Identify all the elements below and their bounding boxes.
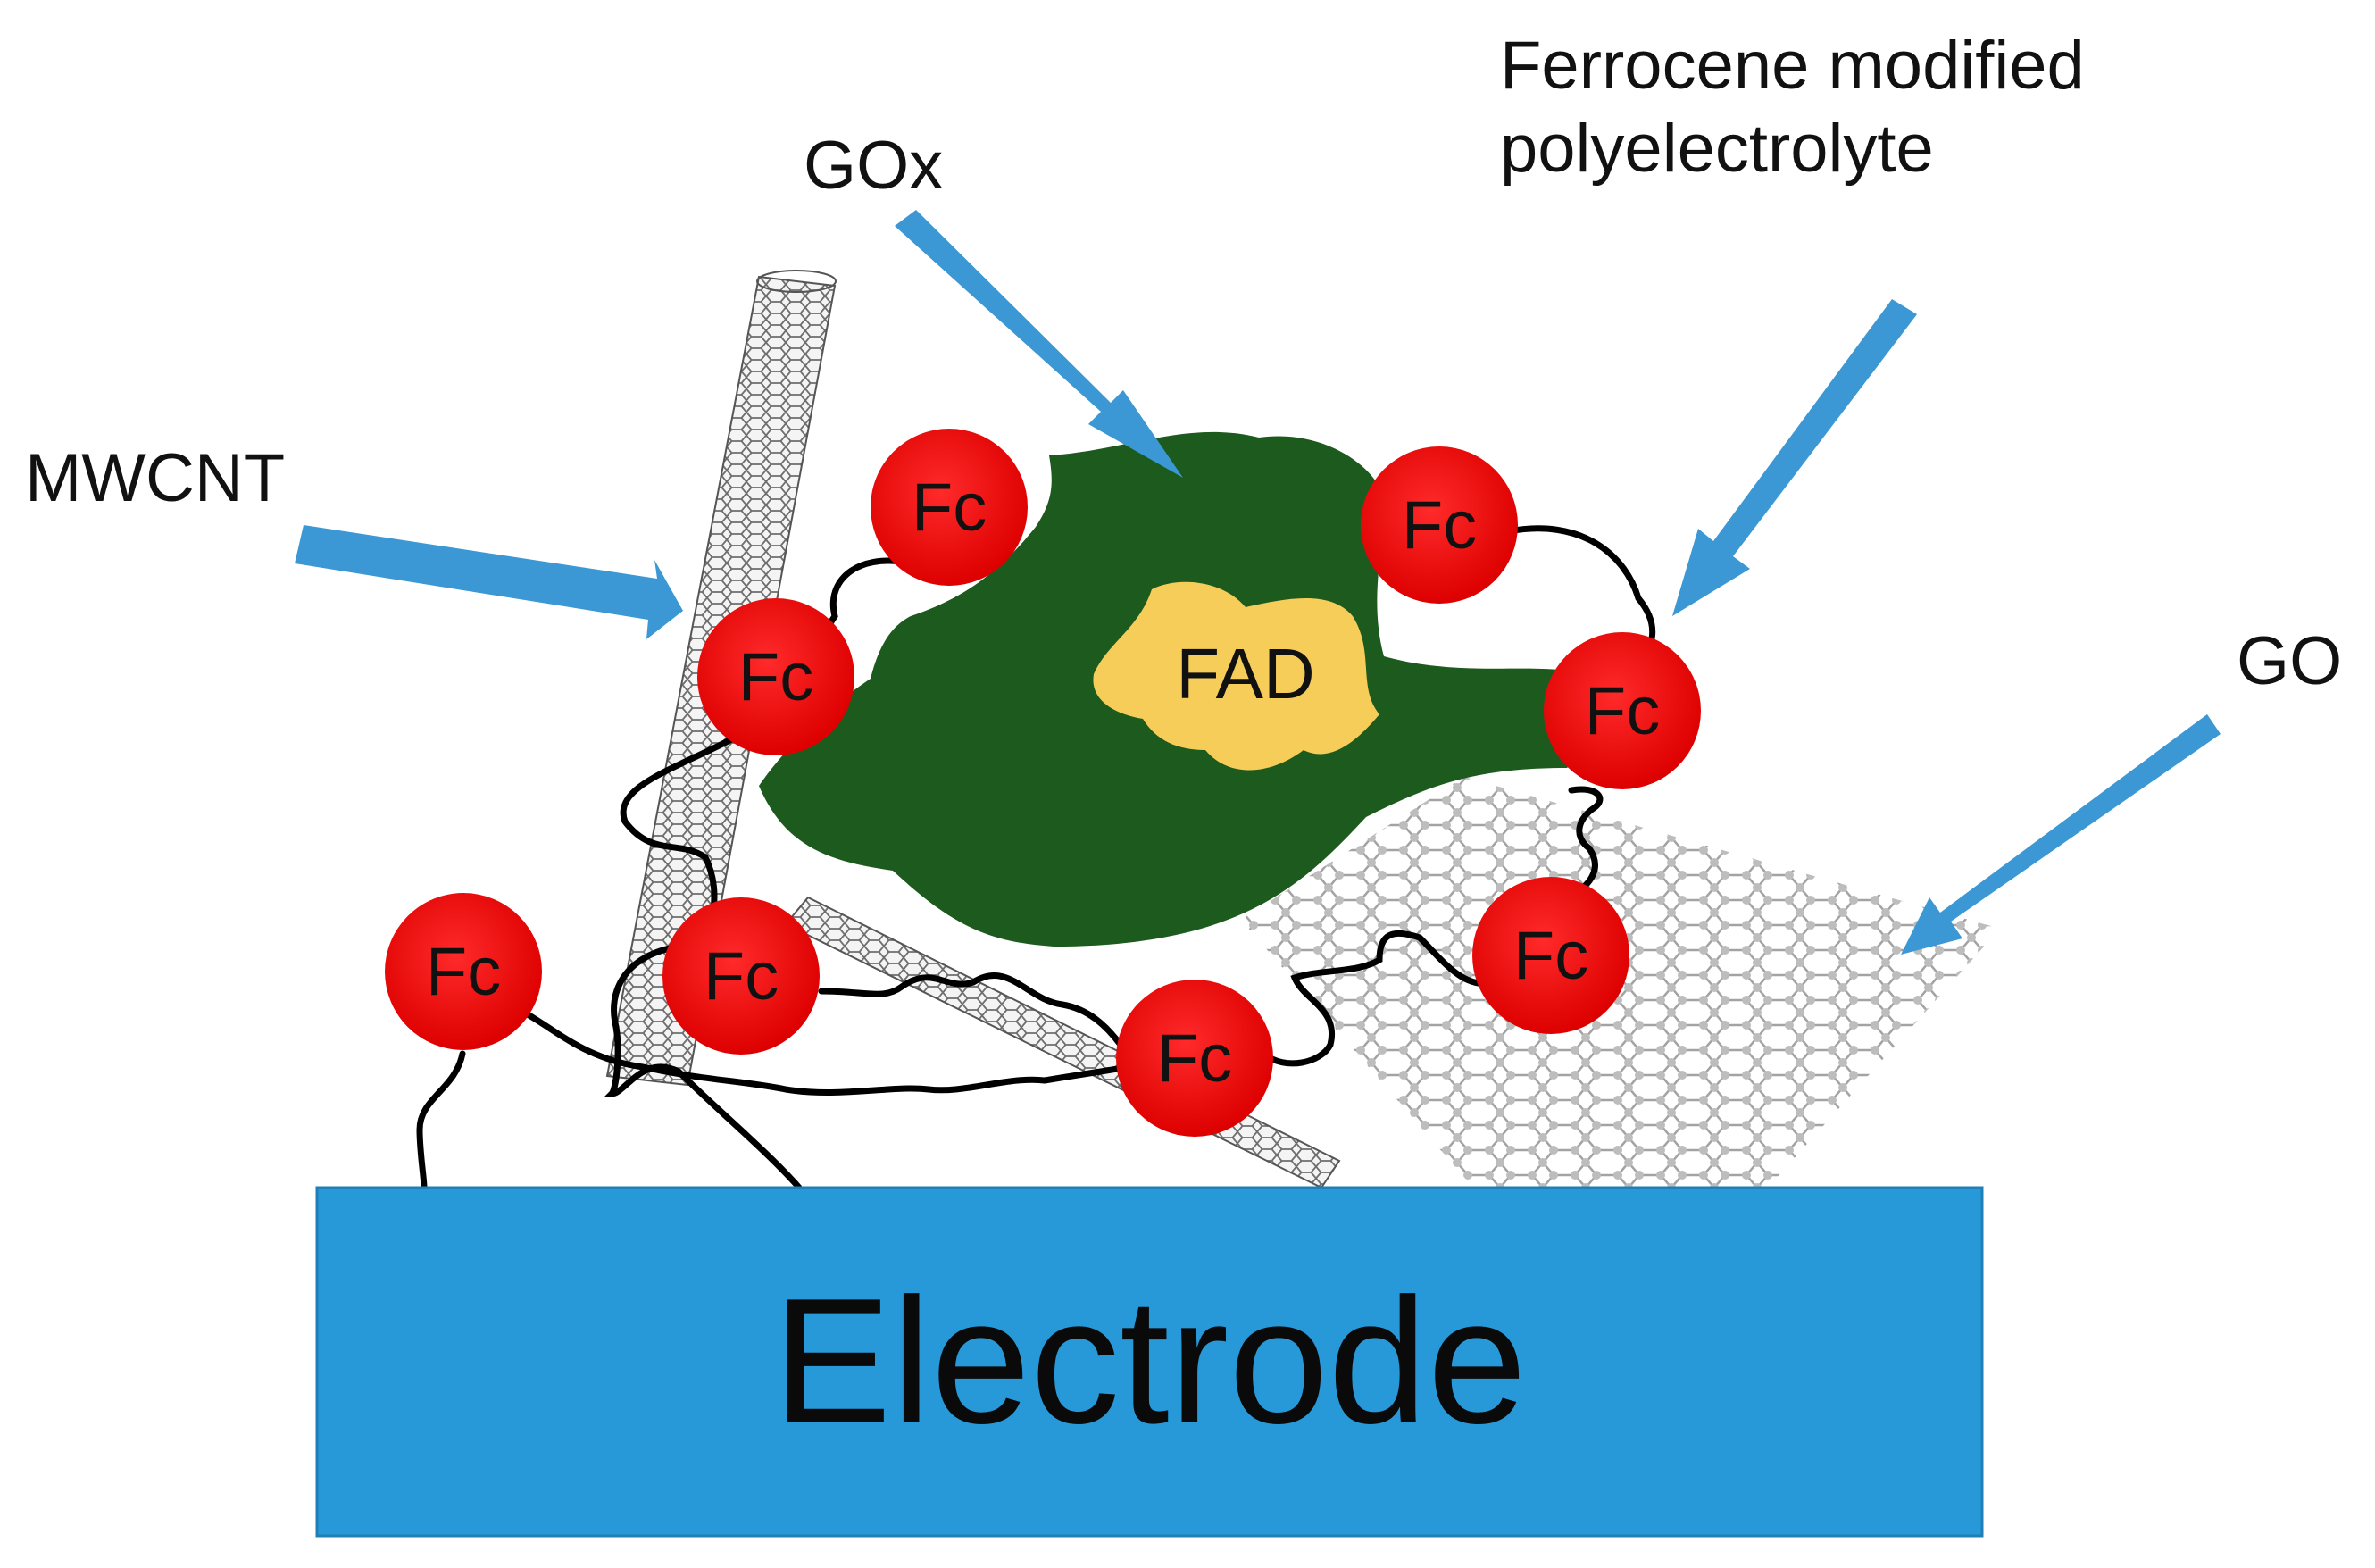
annotation-arrows (295, 210, 2221, 955)
label-fad: FAD (1176, 634, 1315, 713)
label-ferrocene-line2: polyelectrolyte (1500, 110, 1934, 187)
ferrocene-unit (1116, 980, 1273, 1137)
fc-label: Fc (911, 469, 988, 546)
fc-label: Fc (738, 638, 814, 715)
arrow-go (1901, 714, 2221, 955)
ferrocene-unit (1544, 632, 1701, 789)
fc-label: Fc (1512, 917, 1589, 994)
electrode (315, 1186, 1984, 1538)
label-go: GO (2237, 623, 2343, 699)
ferrocene-unit (871, 429, 1028, 586)
ferrocene-unit (662, 897, 820, 1055)
ferrocene-units (385, 429, 1701, 1137)
arrow-mwcnt (295, 525, 683, 639)
arrow-gox (895, 210, 1183, 478)
ferrocene-unit (697, 598, 854, 755)
fc-label: Fc (1156, 1020, 1233, 1097)
label-mwcnt: MWCNT (25, 440, 286, 516)
label-gox: GOx (804, 128, 944, 204)
ferrocene-unit (1361, 446, 1518, 604)
ferrocene-unit (1472, 877, 1629, 1034)
fc-label: Fc (425, 933, 502, 1010)
label-ferrocene-line1: Ferrocene modified (1500, 28, 2085, 104)
arrow-ferrocene (1672, 299, 1917, 616)
label-electrode: Electrode (772, 1262, 1527, 1461)
fc-label: Fc (1584, 672, 1661, 749)
ferrocene-unit (385, 893, 542, 1050)
fc-label: Fc (1401, 487, 1478, 563)
fad-cofactor (1093, 581, 1379, 771)
fc-label: Fc (703, 938, 779, 1014)
label-ferrocene-modified-polyelectrolyte: Ferrocene modified polyelectrolyte (1500, 25, 2085, 190)
